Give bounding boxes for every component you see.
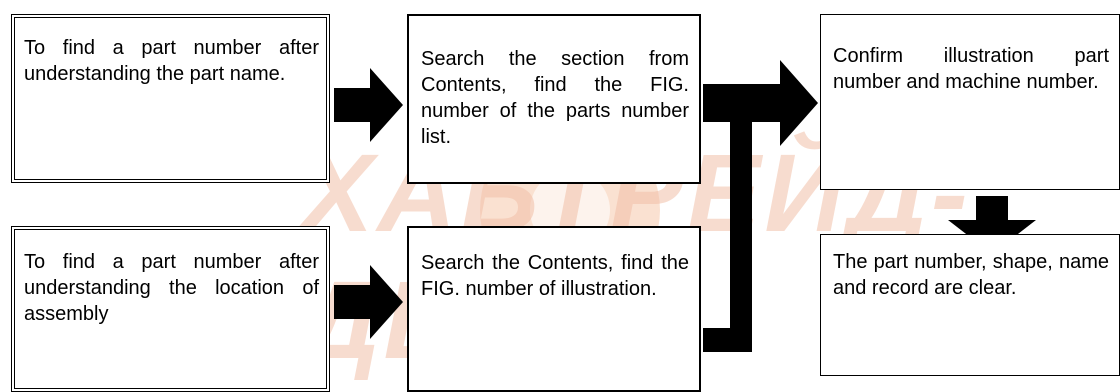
box-result: The part number, shape, name and record … [820, 234, 1120, 376]
connector-line [703, 328, 752, 352]
box-confirm: Confirm illustration part number and mac… [820, 14, 1120, 190]
connector-line [703, 84, 730, 122]
box-text: The part number, shape, name and record … [833, 251, 1109, 299]
box-text: Search the section from Contents, find t… [421, 48, 689, 148]
arrow-right-icon [334, 68, 403, 142]
box-find-by-name: To find a part number after understandin… [11, 14, 330, 183]
box-text: Confirm illustration part number and mac… [833, 45, 1109, 93]
box-text: To find a part number after understandin… [24, 251, 319, 325]
connector-line [730, 84, 752, 352]
box-search-contents: Search the Contents, find the FIG. numbe… [407, 226, 701, 392]
box-find-by-location: To find a part number after understandin… [11, 226, 330, 392]
box-search-section: Search the section from Contents, find t… [407, 14, 701, 184]
arrow-down-icon [948, 196, 1036, 254]
box-text: To find a part number after understandin… [24, 37, 319, 85]
arrow-right-icon [752, 60, 818, 146]
arrow-right-icon [334, 265, 403, 339]
box-text: Search the Contents, find the FIG. numbe… [421, 252, 689, 300]
